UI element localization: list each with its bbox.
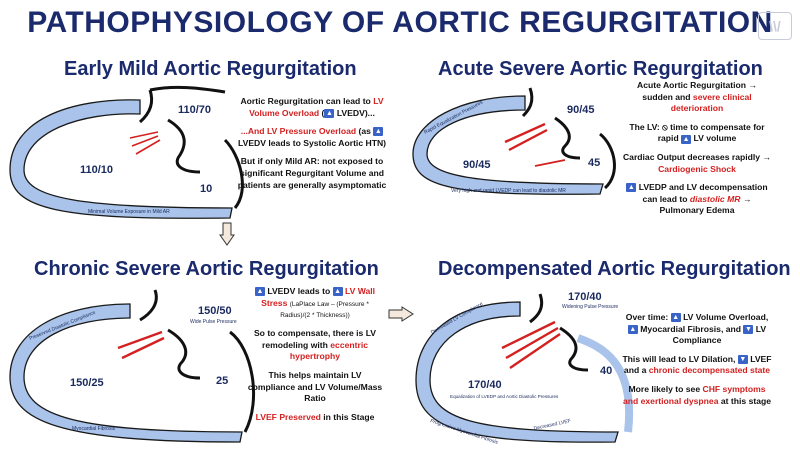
lv-pressure-chronic: 150/25 bbox=[70, 377, 104, 389]
la-pressure-chronic: 25 bbox=[216, 375, 228, 387]
text-chronic: ▲ LVEDV leads to ▲ LV Wall Stress (LaPla… bbox=[247, 286, 383, 422]
regurg-arrow-decomp-3 bbox=[509, 333, 561, 369]
la-pressure-decomp: 40 bbox=[600, 365, 612, 377]
regurg-arrow-decomp-2 bbox=[505, 326, 559, 360]
up-arrow-icon: ▲ bbox=[670, 313, 681, 323]
regurg-arrow-acute-2 bbox=[508, 128, 548, 152]
down-arrow-icon: ▼ bbox=[737, 355, 748, 365]
text-acute: Acute Aortic Regurgitation → sudden and … bbox=[622, 80, 772, 216]
panel-title-decomp: Decompensated Aortic Regurgitation bbox=[438, 258, 791, 280]
right-arrow-icon bbox=[388, 306, 414, 322]
aorta-wall-early bbox=[138, 89, 154, 124]
lv-free-wall-decomp bbox=[576, 334, 634, 433]
regurg-arrow-acute-1 bbox=[504, 122, 546, 144]
panel-title-early: Early Mild Aortic Regurgitation bbox=[64, 58, 357, 80]
aortic-pressure-acute: 90/45 bbox=[567, 104, 595, 116]
regurg-arrow-early-2 bbox=[131, 135, 159, 147]
diastolic-mr-arrow bbox=[534, 159, 566, 167]
septum-early bbox=[167, 118, 201, 174]
up-arrow-icon: ▲ bbox=[324, 108, 335, 118]
aorta-wall-chronic bbox=[139, 289, 158, 322]
la-wall-early bbox=[223, 138, 244, 209]
lv-pressure-decomp: 170/40 bbox=[468, 379, 502, 391]
lv-sub-decomp: Equalization of LVEDP and Aortic Diastol… bbox=[450, 394, 559, 399]
panel-title-acute: Acute Severe Aortic Regurgitation bbox=[438, 58, 763, 80]
la-wall-acute bbox=[598, 132, 616, 190]
up-arrow-icon: ▲ bbox=[681, 134, 692, 144]
text-early: Aortic Regurgitation can lead to LV Volu… bbox=[237, 96, 387, 190]
up-arrow-icon: ▲ bbox=[254, 287, 265, 297]
wall-label-acute-top: Rapid Equalization Pressures bbox=[423, 99, 484, 135]
heart-diagram-decomp: 170/40 Widening Pulse Pressure 170/40 Eq… bbox=[415, 291, 634, 446]
down-arrow-icon: ▼ bbox=[743, 324, 754, 334]
la-pressure-acute: 45 bbox=[588, 157, 600, 169]
la-wall-chronic bbox=[229, 330, 256, 433]
down-arrow-icon bbox=[219, 222, 235, 246]
regurg-arrow-early-1 bbox=[129, 131, 159, 139]
panel-title-chronic: Chronic Severe Aortic Regurgitation bbox=[34, 258, 379, 280]
lv-wall-decomp bbox=[415, 301, 619, 443]
pulse-label-decomp: Widening Pulse Pressure bbox=[562, 304, 618, 310]
wall-label-decomp-right: Decreased LVEF bbox=[533, 418, 571, 432]
wall-label-chronic-bottom: Myocardial Fibrosis bbox=[72, 426, 116, 432]
aorta-top-early bbox=[149, 85, 226, 94]
lv-wall-early bbox=[9, 99, 233, 219]
heart-diagram-early: 110/70 110/10 10 Minimal Volume Exposure… bbox=[9, 85, 244, 219]
lv-wall-acute bbox=[412, 95, 604, 195]
regurg-arrow-early-3 bbox=[135, 139, 161, 155]
regurg-arrow-chronic-2 bbox=[121, 336, 165, 360]
aortic-pressure-chronic: 150/50 bbox=[198, 305, 232, 317]
page-title: PATHOPHYSIOLOGY OF AORTIC REGURGITATION bbox=[27, 6, 773, 39]
pulse-label-chronic: Wide Pulse Pressure bbox=[190, 319, 237, 325]
heart-diagram-acute: 90/45 90/45 45 Rapid Equalization Pressu… bbox=[412, 87, 616, 195]
heart-diagram-chronic: 150/50 Wide Pulse Pressure 150/25 25 Pre… bbox=[9, 289, 256, 443]
septum-acute bbox=[554, 116, 581, 160]
text-decomp: Over time: ▲ LV Volume Overload, ▲ Myoca… bbox=[622, 312, 772, 406]
aorta-wall-acute bbox=[521, 87, 534, 118]
logo-icon: \\/ bbox=[758, 12, 792, 40]
up-arrow-icon: ▲ bbox=[627, 324, 638, 334]
up-arrow-icon: ▲ bbox=[332, 287, 343, 297]
wall-label-acute-bottom: Very high and rapid LVEDP can lead to di… bbox=[451, 188, 566, 194]
wall-label-early: Minimal Volume Exposure in Mild AR bbox=[88, 209, 170, 215]
aortic-pressure-early: 110/70 bbox=[178, 104, 211, 116]
septum-decomp bbox=[559, 326, 589, 372]
regurg-arrow-chronic-1 bbox=[117, 330, 163, 350]
regurg-arrow-decomp-1 bbox=[501, 320, 556, 350]
lv-pressure-acute: 90/45 bbox=[463, 159, 491, 171]
lv-wall-chronic bbox=[9, 303, 243, 443]
aorta-wall-decomp bbox=[529, 293, 544, 324]
septum-chronic bbox=[167, 328, 201, 380]
lv-pressure-early: 110/10 bbox=[80, 164, 113, 176]
up-arrow-icon: ▲ bbox=[373, 127, 384, 137]
la-pressure-early: 10 bbox=[200, 183, 212, 195]
aortic-pressure-decomp: 170/40 bbox=[568, 291, 602, 303]
up-arrow-icon: ▲ bbox=[626, 183, 637, 193]
